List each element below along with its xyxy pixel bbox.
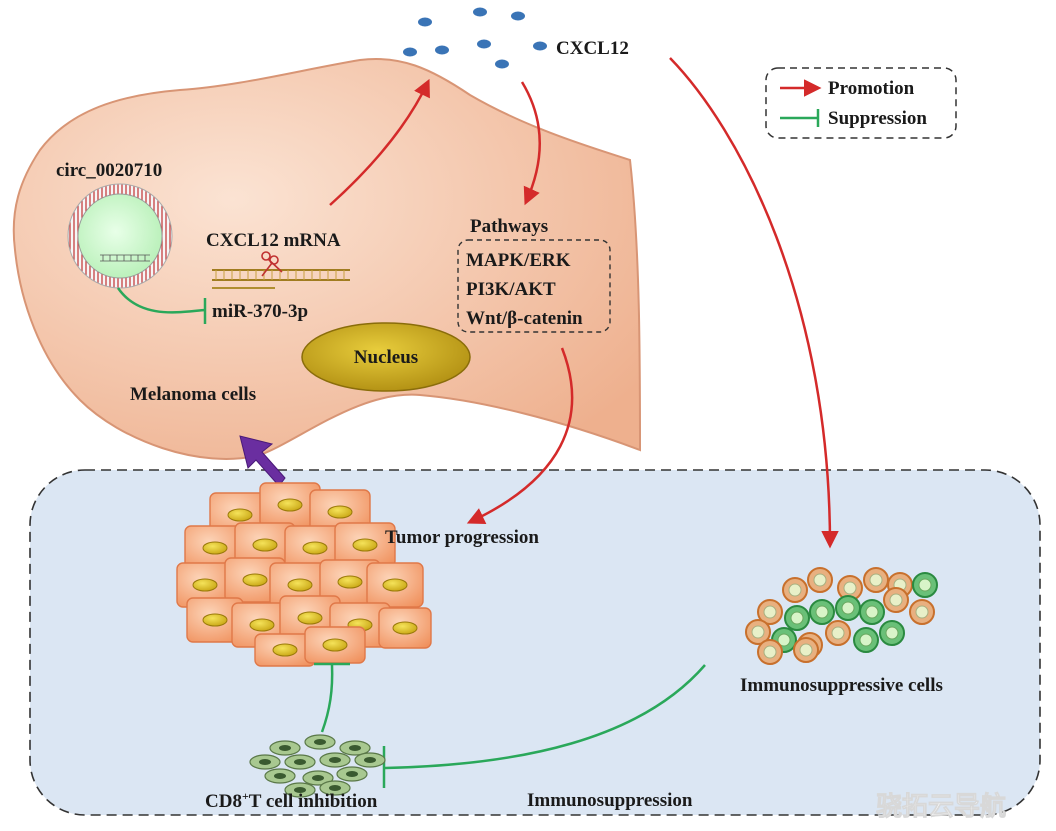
scissors-icon xyxy=(261,251,283,277)
immunosuppressive-cell xyxy=(793,637,819,663)
legend-suppression-label: Suppression xyxy=(828,108,927,129)
legend: Promotion Suppression xyxy=(765,67,957,139)
circ-label: circ_0020710 xyxy=(56,160,162,181)
cxcl12-label: CXCL12 xyxy=(556,38,629,59)
immunosuppressive-cell xyxy=(883,587,909,613)
tumor-cell-cluster xyxy=(176,482,432,667)
immunosuppressive-cell xyxy=(782,577,808,603)
watermark: 骁拓云导航 xyxy=(876,791,1006,822)
pathways-to-tumor-arrow xyxy=(466,347,574,525)
tumor-cell xyxy=(378,607,432,649)
cd8-t-cell xyxy=(284,782,316,798)
cd8-t-cell xyxy=(319,780,351,796)
pathway-mapk: MAPK/ERK xyxy=(466,250,571,271)
cd8-t-cell xyxy=(249,754,281,770)
cd8-t-cell xyxy=(336,766,368,782)
cxcl12-to-immunosuppressive-arrow xyxy=(669,57,839,549)
cd8-label: CD8+T cell inhibition xyxy=(205,789,378,812)
cd8-t-cell xyxy=(319,752,351,768)
immunosuppressive-cell xyxy=(909,599,935,625)
pathway-wnt: Wnt/β-catenin xyxy=(466,308,583,329)
tumor-cell xyxy=(234,522,296,568)
pathway-pi3k: PI3K/AKT xyxy=(466,279,556,300)
circ-suppresses-mir-line xyxy=(116,287,206,314)
immunosuppressive-cell xyxy=(757,599,783,625)
cxcl12-dots xyxy=(403,7,547,69)
legend-promotion-label: Promotion xyxy=(828,78,915,99)
cd8-t-cell-cluster xyxy=(249,734,386,798)
mrna-label: CXCL12 mRNA xyxy=(206,230,341,251)
circ-vesicle xyxy=(67,183,173,289)
immuno-suppresses-cd8-line xyxy=(384,664,706,770)
cd8-t-cell xyxy=(269,740,301,756)
immunosuppressive-cell xyxy=(835,595,861,621)
tumor-cell xyxy=(259,482,321,528)
tumor-progression-label: Tumor progression xyxy=(385,527,539,548)
immunosuppressive-cell xyxy=(809,599,835,625)
immunosuppressive-cell-cluster xyxy=(745,567,938,665)
cd8-suppresses-tumor-line xyxy=(320,664,334,733)
immunosuppressive-cell xyxy=(807,567,833,593)
immunosuppressive-cell xyxy=(825,620,851,646)
immunosuppression-label: Immunosuppression xyxy=(527,790,693,811)
tumor-to-melanoma-arrow xyxy=(239,435,286,487)
immunosuppressive-cell xyxy=(837,575,863,601)
cd8-t-cell xyxy=(354,752,386,768)
tumor-cell xyxy=(186,597,244,643)
cd8-t-cell xyxy=(339,740,371,756)
immunosuppressive-cell xyxy=(757,639,783,665)
immunosuppressive-cell xyxy=(784,605,810,631)
pathways-box xyxy=(457,239,611,333)
immunosuppressive-cell xyxy=(859,599,885,625)
tumor-cell xyxy=(304,626,366,664)
immunosuppressive-cell xyxy=(853,627,879,653)
cxcl12-to-pathways-arrow xyxy=(520,81,541,206)
mir-label: miR-370-3p xyxy=(212,301,308,322)
immunosuppressive-cells-label: Immunosuppressive cells xyxy=(740,675,943,696)
immunosuppressive-cell xyxy=(745,619,771,645)
melanoma-label: Melanoma cells xyxy=(130,384,256,405)
immunosuppressive-cell xyxy=(863,567,889,593)
cd8-t-cell xyxy=(284,754,316,770)
cd8-t-cell xyxy=(264,768,296,784)
melanoma-cell-body xyxy=(12,57,642,460)
pathways-title: Pathways xyxy=(470,216,548,237)
cd8-t-cell xyxy=(304,734,336,750)
immunosuppressive-cell xyxy=(912,572,938,598)
cd8-t-cell xyxy=(302,770,334,786)
nucleus xyxy=(301,322,471,392)
nucleus-label: Nucleus xyxy=(354,347,418,368)
immunosuppressive-cell xyxy=(879,620,905,646)
mrna-to-cxcl12-arrow xyxy=(329,78,430,206)
tumor-cell xyxy=(366,562,424,608)
